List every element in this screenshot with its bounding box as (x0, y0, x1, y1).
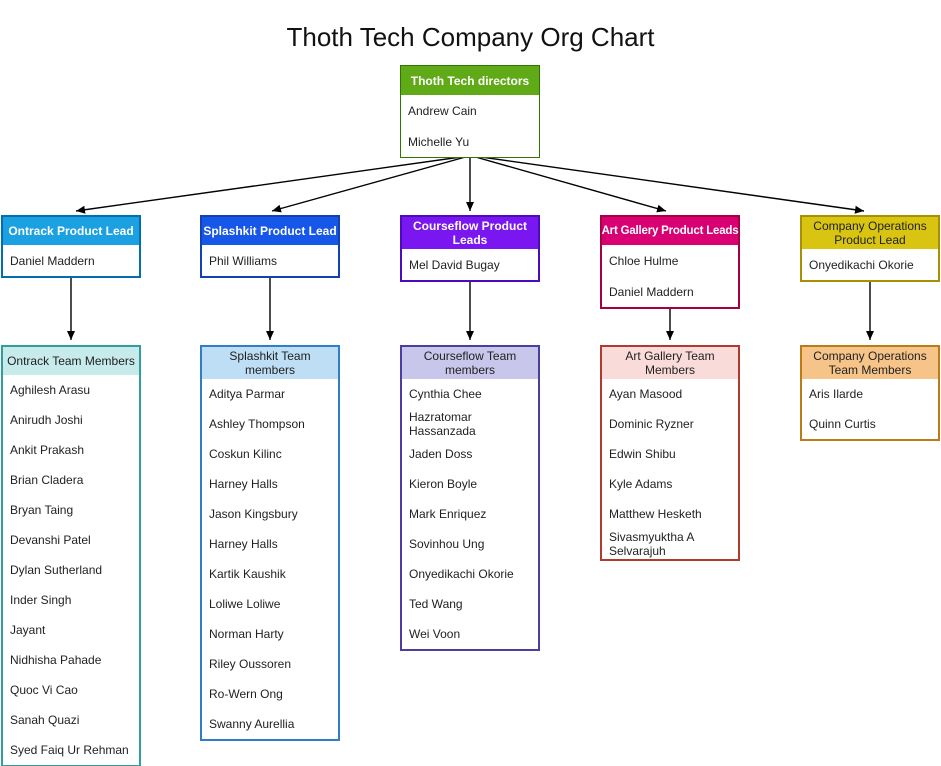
member-name: Mel David Bugay (402, 249, 538, 280)
lead-box-courseflow: Courseflow Product Leads Mel David Bugay (400, 215, 540, 282)
lead-header-splashkit: Splashkit Product Lead (202, 217, 338, 245)
member-name: Jayant (3, 615, 139, 645)
member-name: Riley Oussoren (202, 649, 338, 679)
member-name: Cynthia Chee (402, 379, 538, 409)
member-name: Kyle Adams (602, 469, 738, 499)
lead-member-list: Daniel Maddern (3, 245, 139, 276)
member-name: Sanah Quazi (3, 705, 139, 735)
member-name: Kartik Kaushik (202, 559, 338, 589)
member-name: Dylan Sutherland (3, 555, 139, 585)
team-header-company-operations: Company Operations Team Members (802, 347, 938, 379)
member-name: Matthew Hesketh (602, 499, 738, 529)
member-name: Daniel Maddern (3, 245, 139, 276)
page-title: Thoth Tech Company Org Chart (286, 22, 655, 52)
team-header-splashkit: Splashkit Team members (202, 347, 338, 379)
member-name: Norman Harty (202, 619, 338, 649)
member-name: Kieron Boyle (402, 469, 538, 499)
member-name: Dominic Ryzner (602, 409, 738, 439)
lead-header-ontrack: Ontrack Product Lead (3, 217, 139, 245)
team-header-art-gallery: Art Gallery Team Members (602, 347, 738, 379)
member-name: Ted Wang (402, 589, 538, 619)
member-name: Jaden Doss (402, 439, 538, 469)
member-name: Hazratomar Hassanzada (402, 409, 538, 439)
member-name: Nidhisha Pahade (3, 645, 139, 675)
lead-header-courseflow: Courseflow Product Leads (402, 217, 538, 249)
member-name: Sovinhou Ung (402, 529, 538, 559)
member-name: Devanshi Patel (3, 525, 139, 555)
team-box-company-operations: Company Operations Team Members Aris Ila… (800, 345, 940, 441)
member-name: Ayan Masood (602, 379, 738, 409)
member-name: Syed Faiq Ur Rehman (3, 735, 139, 765)
lead-box-company-operations: Company Operations Product Lead Onyedika… (800, 215, 940, 282)
team-header-courseflow: Courseflow Team members (402, 347, 538, 379)
lead-member-list: Onyedikachi Okorie (802, 249, 938, 280)
lead-box-ontrack: Ontrack Product Lead Daniel Maddern (1, 215, 141, 278)
member-name: Ashley Thompson (202, 409, 338, 439)
lead-header-company-operations: Company Operations Product Lead (802, 217, 938, 249)
member-name: Edwin Shibu (602, 439, 738, 469)
member-name: Coskun Kilinc (202, 439, 338, 469)
directors-header: Thoth Tech directors (401, 66, 539, 95)
member-name: Ankit Prakash (3, 435, 139, 465)
team-header-ontrack: Ontrack Team Members (3, 347, 139, 375)
member-name: Aghilesh Arasu (3, 375, 139, 405)
member-name: Mark Enriquez (402, 499, 538, 529)
member-name: Ro-Wern Ong (202, 679, 338, 709)
member-name: Harney Halls (202, 529, 338, 559)
member-name: Andrew Cain (401, 95, 539, 126)
member-name: Inder Singh (3, 585, 139, 615)
member-name: Jason Kingsbury (202, 499, 338, 529)
member-name: Daniel Maddern (602, 276, 738, 307)
member-name: Onyedikachi Okorie (802, 249, 938, 280)
member-name: Aditya Parmar (202, 379, 338, 409)
member-name: Bryan Taing (3, 495, 139, 525)
member-name: Brian Cladera (3, 465, 139, 495)
member-name: Aris Ilarde (802, 379, 938, 409)
member-name: Chloe Hulme (602, 245, 738, 276)
lead-header-art-gallery: Art Gallery Product Leads (602, 217, 739, 245)
member-name: Quoc Vi Cao (3, 675, 139, 705)
member-name: Swanny Aurellia (202, 709, 338, 739)
member-name: Sivasmyuktha A Selvarajuh (602, 529, 738, 559)
member-name: Harney Halls (202, 469, 338, 499)
member-name: Anirudh Joshi (3, 405, 139, 435)
member-name: Michelle Yu (401, 126, 539, 157)
member-name: Onyedikachi Okorie (402, 559, 538, 589)
lead-member-list: Phil Williams (202, 245, 338, 276)
member-name: Loliwe Loliwe (202, 589, 338, 619)
member-name: Quinn Curtis (802, 409, 938, 439)
member-name: Wei Voon (402, 619, 538, 649)
member-name: Phil Williams (202, 245, 338, 276)
lead-box-splashkit: Splashkit Product Lead Phil Williams (200, 215, 340, 278)
lead-member-list: Mel David Bugay (402, 249, 538, 280)
